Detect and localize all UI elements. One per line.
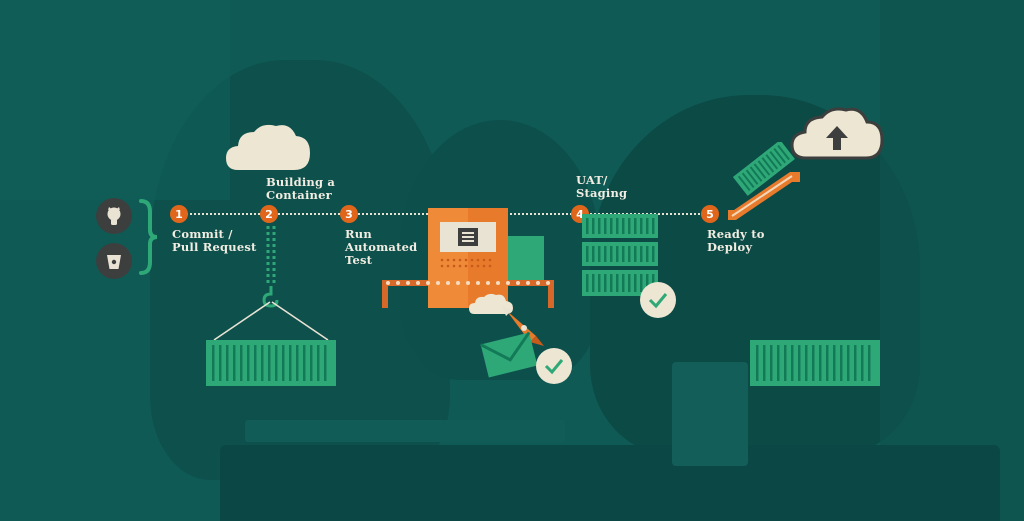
step-5-number: 5: [706, 207, 714, 221]
step-4-label: UAT/ Staging: [576, 173, 628, 200]
step-1-label: Commit / Pull Request: [172, 227, 257, 254]
github-octocat-icon: [96, 198, 132, 234]
step-5-label: Ready to Deploy: [707, 227, 765, 254]
step-3-node: 3: [340, 205, 358, 223]
brace-connector: [139, 199, 158, 275]
step-2-number: 2: [265, 207, 273, 221]
step-2-label: Building a Container: [266, 175, 336, 202]
escalator-icon: [728, 142, 800, 220]
background-table: [220, 445, 1000, 521]
background-plant: [880, 0, 1024, 521]
checkmark-icon: [536, 348, 572, 384]
small-cloud-icon: [469, 293, 513, 314]
step-4-number: 4: [576, 207, 584, 221]
bitbucket-bucket-icon: [96, 243, 132, 279]
step-3-number: 3: [345, 207, 353, 221]
container-deploy: [750, 340, 880, 386]
staging-checkmark-icon: [640, 282, 676, 318]
cloud-icon: [226, 124, 310, 170]
cloud-upload-icon: [790, 107, 884, 160]
step-1-node: 1: [170, 205, 188, 223]
step-2-node: 2: [260, 205, 278, 223]
background-laptop: [245, 420, 565, 442]
crane-hook: [213, 226, 329, 341]
step-5-node: 5: [701, 205, 719, 223]
email-icon: [479, 331, 538, 378]
background-cup: [672, 362, 748, 466]
test-machine-icon: [382, 208, 554, 308]
step-3-label: Run Automated Test: [345, 227, 418, 267]
container-hanging: [206, 340, 336, 386]
step-1-number: 1: [175, 207, 183, 221]
background-window: [0, 0, 230, 200]
